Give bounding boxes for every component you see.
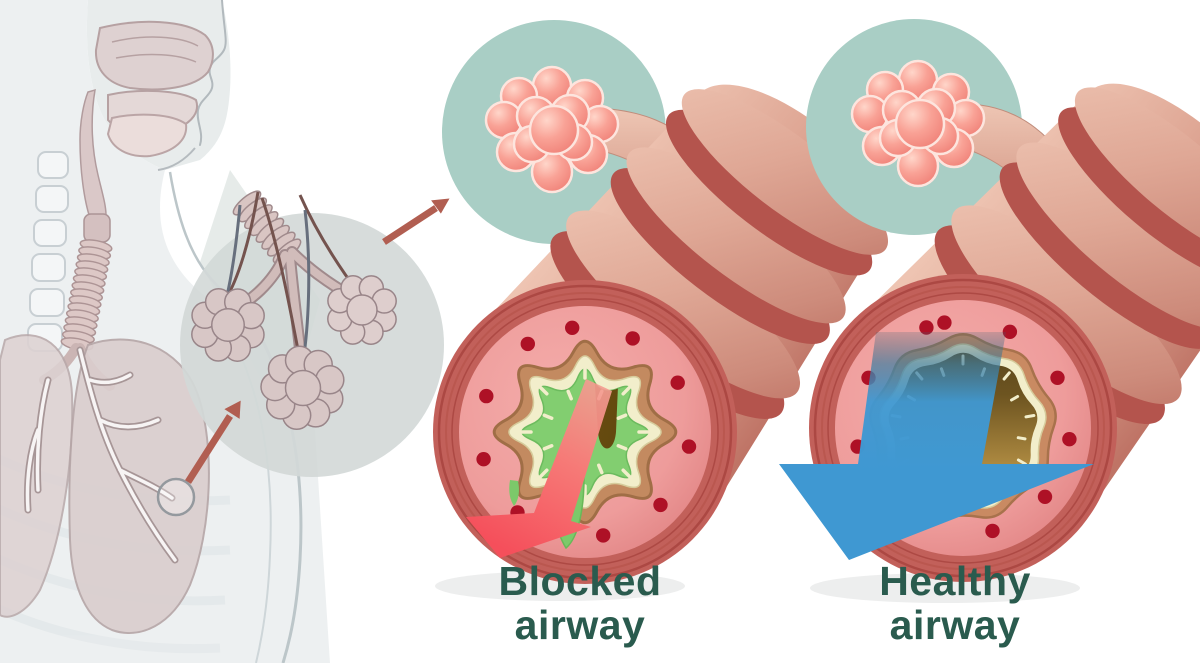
face-profile-line (196, 0, 227, 146)
blocked-label-line2: airway (514, 601, 646, 648)
healthy-label-line1: Healthy (879, 558, 1031, 604)
tube-bands-healthy (934, 87, 1200, 424)
healthy-airway-illustration (779, 19, 1200, 603)
magnifier-circle (180, 190, 444, 477)
bronchiole-trunk (232, 190, 302, 264)
mucus-drip-small (509, 480, 519, 506)
tube-shadow-healthy (810, 573, 1080, 603)
open-airflow-arrow (779, 332, 1094, 560)
alveoli-detail-left (191, 288, 265, 362)
alveoli-detail-bottom (260, 345, 345, 431)
healthy-label-line2: airway (889, 601, 1021, 648)
zoom-arrow-lung-to-circle (185, 400, 241, 484)
jaw-line (157, 147, 196, 171)
blocked-label-line1: Blocked (498, 558, 662, 604)
restricted-airflow-arrow (466, 379, 612, 558)
spine (27, 151, 69, 352)
lungs (0, 334, 210, 634)
blood-vessel-dots-blocked (476, 320, 697, 543)
healthy-airway-label: Healthy airway (795, 558, 1115, 648)
larynx (83, 213, 111, 243)
tube-bands-blocked (550, 89, 889, 419)
zoom-arrow-circle-to-detail (382, 198, 450, 245)
anatomy-figure (0, 0, 450, 663)
blocked-airway-label: Blocked airway (420, 558, 740, 648)
blocked-airway-illustration (433, 20, 889, 601)
zoom-marker-circle (156, 477, 196, 517)
trachea (60, 239, 113, 351)
bronchial-tree (24, 346, 179, 564)
alveoli-detail-right (327, 275, 397, 345)
nasal-cavity (94, 20, 214, 158)
tongue (106, 113, 188, 158)
